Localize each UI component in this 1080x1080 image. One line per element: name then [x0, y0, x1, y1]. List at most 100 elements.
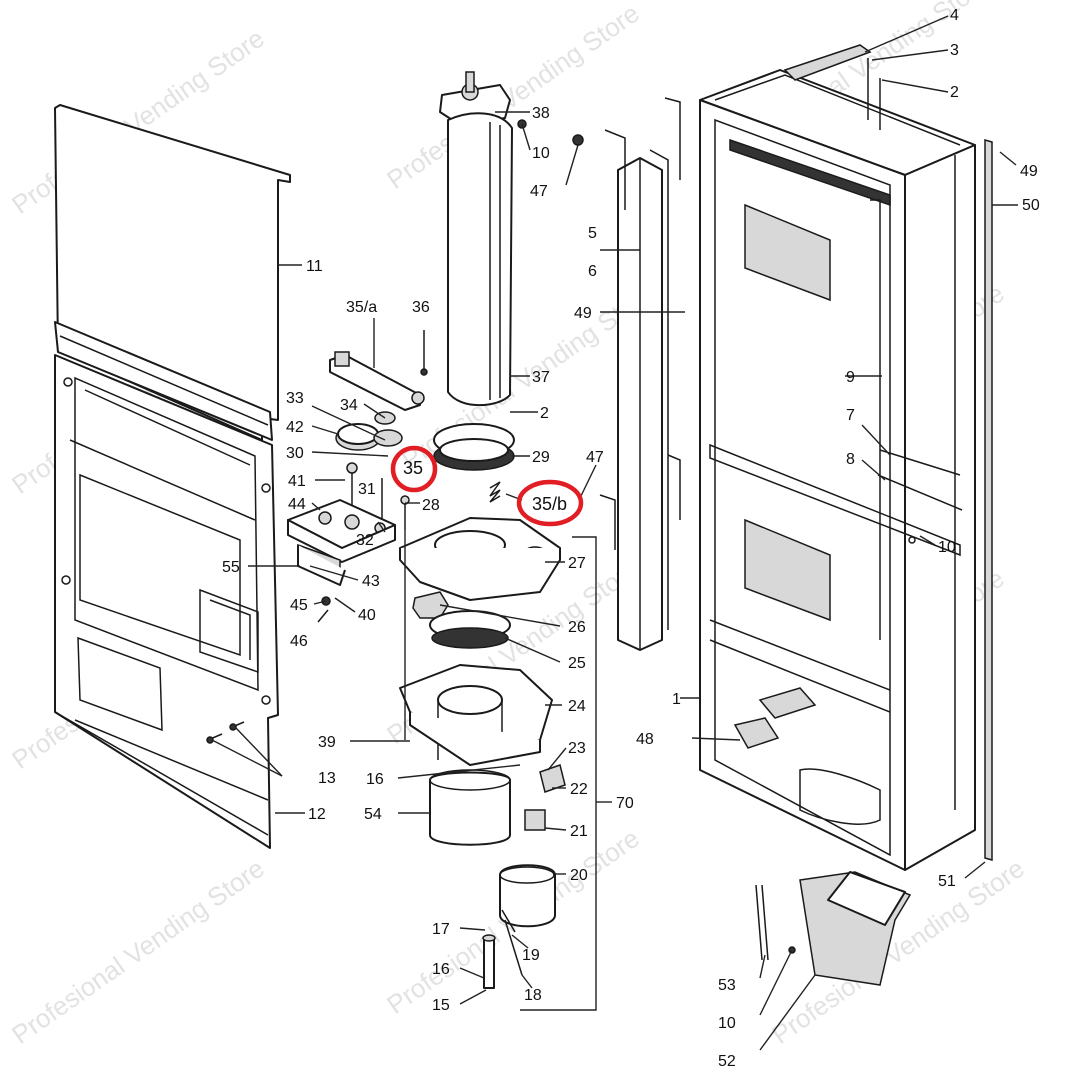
callout-34: 34 [340, 397, 358, 414]
highlight-ring-35 [390, 445, 438, 493]
vertical-rod [984, 139, 993, 861]
callout-33: 33 [286, 390, 304, 407]
callout-labels: 4 3 2 49 50 38 10 47 5 6 11 35/a 36 49 3… [222, 7, 1040, 1070]
spring-clip [489, 481, 501, 503]
leader-lines [211, 15, 1018, 1051]
callout-3: 3 [950, 42, 959, 59]
callout-26: 26 [568, 619, 586, 636]
callout-10c: 10 [718, 1015, 736, 1032]
callout-48: 48 [636, 731, 654, 748]
highlight-ring-35b [516, 479, 584, 527]
callout-24: 24 [568, 698, 586, 715]
callout-36: 36 [412, 299, 430, 316]
floor-bracket [733, 717, 780, 749]
callout-47: 47 [530, 183, 548, 200]
highlight-markers [390, 445, 584, 527]
callout-8: 8 [846, 451, 855, 468]
callout-16: 16 [366, 771, 384, 788]
callout-7: 7 [846, 407, 855, 424]
callout-50: 50 [1022, 197, 1040, 214]
callout-2b: 2 [540, 405, 549, 422]
callout-19: 19 [522, 947, 540, 964]
callout-4: 4 [950, 7, 959, 24]
callout-53: 53 [718, 977, 736, 994]
callout-10b: 10 [938, 539, 956, 556]
door-assembly [54, 104, 291, 849]
callout-47b: 47 [586, 449, 604, 466]
gear-small [373, 429, 403, 447]
cabinet-panel-lower [744, 518, 831, 622]
callout-6: 6 [588, 263, 597, 280]
callout-22: 22 [570, 781, 588, 798]
callout-18: 18 [524, 987, 542, 1004]
callout-15: 15 [432, 997, 450, 1014]
cabinet-assembly [699, 44, 993, 871]
group-bracket [520, 536, 597, 1011]
door-bottom-flap [77, 636, 163, 732]
callout-5: 5 [588, 225, 597, 242]
callout-25: 25 [568, 655, 586, 672]
connector-bracket [539, 764, 566, 793]
side-pillar [572, 97, 681, 651]
door-frame-inner [74, 376, 259, 692]
callout-21: 21 [570, 823, 588, 840]
callout-10: 10 [532, 145, 550, 162]
cabinet-panel-upper [744, 203, 831, 302]
callout-29: 29 [532, 449, 550, 466]
spring-8 [877, 474, 963, 511]
callout-12: 12 [308, 806, 326, 823]
callout-43: 43 [362, 573, 380, 590]
shaft [483, 937, 495, 989]
callout-42: 42 [286, 419, 304, 436]
spring-7 [879, 449, 961, 476]
cabinet-side [904, 144, 976, 871]
callout-41: 41 [288, 473, 306, 490]
callout-30: 30 [286, 445, 304, 462]
callout-51: 51 [938, 873, 956, 890]
callout-49: 49 [1020, 163, 1038, 180]
callout-1: 1 [672, 691, 681, 708]
callout-35a: 35/a [346, 299, 377, 316]
callout-40: 40 [358, 607, 376, 624]
callout-13: 13 [318, 770, 336, 787]
canister-tube [447, 112, 513, 407]
watermark: Profesional Vending Store [381, 0, 644, 195]
callout-20: 20 [570, 867, 588, 884]
coupling [524, 809, 546, 831]
callout-27: 27 [568, 555, 586, 572]
callout-52: 52 [718, 1053, 736, 1070]
callout-9: 9 [846, 369, 855, 386]
canister-assembly [287, 71, 612, 1011]
callout-35b: 35/b [532, 494, 567, 514]
callout-32: 32 [356, 532, 374, 549]
callout-49b: 49 [574, 305, 592, 322]
callout-28: 28 [422, 497, 440, 514]
callout-37: 37 [532, 369, 550, 386]
callout-46: 46 [290, 633, 308, 650]
callout-23: 23 [568, 740, 586, 757]
callout-44: 44 [288, 496, 306, 513]
door-dispense-slot [199, 588, 259, 674]
callout-55: 55 [222, 559, 240, 576]
whipper-chamber [429, 771, 511, 846]
cabinet-rail [709, 443, 961, 557]
callout-31: 31 [358, 481, 376, 498]
callout-2: 2 [950, 84, 959, 101]
callout-16b: 16 [432, 961, 450, 978]
callout-38: 38 [532, 105, 550, 122]
cup-tray-assembly [755, 871, 912, 986]
callout-70: 70 [616, 795, 634, 812]
door-window [79, 473, 241, 657]
callout-45: 45 [290, 597, 308, 614]
top-rail [783, 44, 872, 81]
watermark: Profesional Vending Store [6, 853, 269, 1050]
callout-35: 35 [403, 458, 423, 478]
whipper-motor [499, 864, 556, 928]
callout-39: 39 [318, 734, 336, 751]
callout-17: 17 [432, 921, 450, 938]
door-screws [206, 721, 245, 744]
callout-54: 54 [364, 806, 382, 823]
callout-11: 11 [306, 258, 323, 275]
cabinet-back [699, 99, 906, 871]
